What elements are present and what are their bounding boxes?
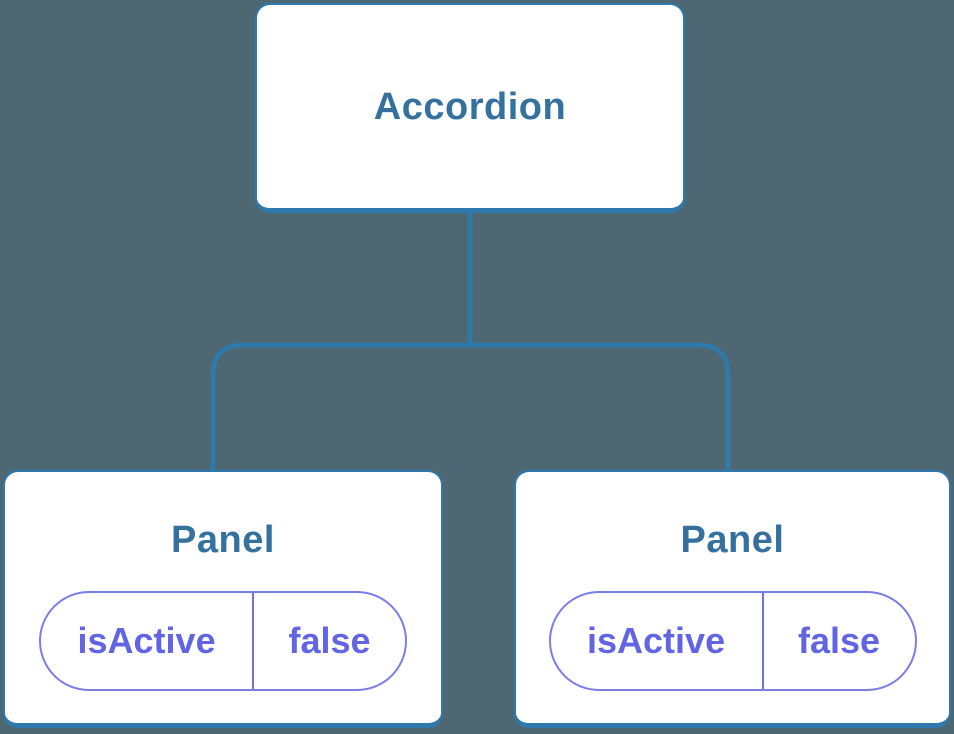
- state-key: isActive: [551, 593, 764, 689]
- state-pill: isActive false: [39, 591, 407, 691]
- accordion-node-label: Accordion: [373, 85, 567, 128]
- state-key: isActive: [41, 593, 255, 689]
- accordion-node: Accordion: [255, 3, 685, 213]
- state-value: false: [288, 620, 371, 661]
- panel-node-label: Panel: [171, 519, 275, 561]
- children-bracket-line: [210, 342, 731, 471]
- panel-node-left: Panel isActive false: [3, 470, 443, 728]
- state-pill: isActive false: [548, 591, 917, 691]
- state-value: false: [798, 620, 881, 661]
- panel-node-right: Panel isActive false: [514, 470, 951, 728]
- panel-node-label: Panel: [680, 519, 785, 561]
